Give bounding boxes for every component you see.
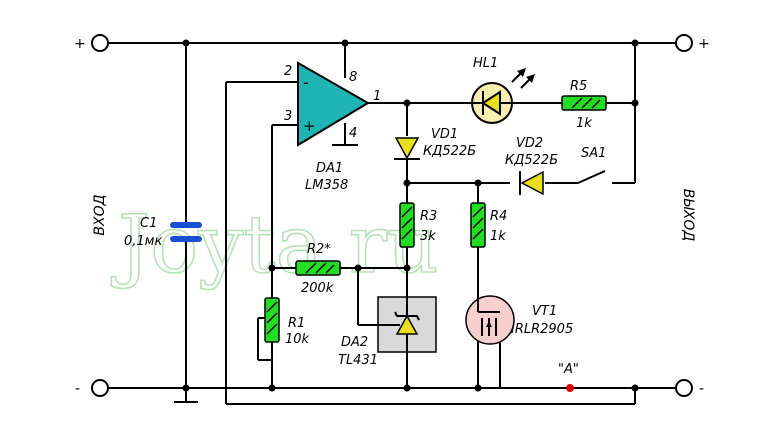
r4-ref: R4 — [490, 209, 507, 224]
led-hl1: HL1 — [471, 56, 535, 124]
capacitor-c1: C1 0,1мк — [124, 216, 202, 249]
vd2-ref: VD2 — [516, 136, 543, 151]
svg-text:3: 3 — [284, 109, 292, 124]
junction-dots — [182, 39, 639, 392]
point-a-label: "A" — [558, 362, 579, 377]
c1-ref: C1 — [140, 216, 157, 231]
r2-value: 200k — [301, 281, 334, 296]
svg-text:-: - — [75, 381, 80, 397]
test-point-a: "A" — [558, 362, 579, 392]
sa1-ref: SA1 — [581, 146, 606, 161]
svg-text:+: + — [698, 36, 710, 52]
vd1-ref: VD1 — [431, 127, 458, 142]
resistor-r4: R4 1k — [470, 202, 507, 248]
diode-vd1: VD1 КД522Б — [394, 127, 476, 160]
r4-value: 1k — [490, 229, 506, 244]
watermark: Joyta.ru — [111, 198, 438, 291]
resistor-r3: R3 3k — [399, 202, 437, 248]
wiring — [108, 42, 676, 405]
terminal-plus-right: + — [675, 34, 710, 52]
terminal-plus-left: + — [74, 34, 109, 52]
r1-ref: R1 — [288, 316, 305, 331]
svg-text:+: + — [303, 117, 316, 135]
r3-value: 3k — [420, 229, 436, 244]
svg-text:-: - — [699, 381, 704, 397]
r5-value: 1k — [576, 116, 592, 131]
input-label: ВХОД — [92, 194, 108, 235]
da1-ref: DA1 — [316, 161, 343, 176]
da2-part: TL431 — [338, 353, 378, 368]
svg-text:+: + — [74, 36, 86, 52]
r1-value: 10k — [285, 332, 310, 347]
vd1-part: КД522Б — [423, 144, 476, 159]
vt1-ref: VT1 — [532, 304, 557, 319]
r5-ref: R5 — [570, 79, 587, 94]
r3-ref: R3 — [420, 209, 437, 224]
vt1-part: IRLR2905 — [511, 322, 573, 337]
mosfet-vt1: VT1 IRLR2905 — [465, 295, 573, 345]
resistor-r5: R5 1k — [561, 79, 607, 131]
r2-ref: R2* — [307, 242, 331, 257]
terminal-minus-right: - — [675, 379, 704, 397]
c1-value: 0,1мк — [124, 234, 162, 249]
svg-text:2: 2 — [284, 64, 292, 79]
resistor-r2: R2* 200k — [295, 242, 341, 296]
svg-text:1: 1 — [373, 89, 381, 104]
diode-vd2: VD2 КД522Б — [505, 136, 558, 196]
resistor-r1: R1 10k — [258, 297, 310, 347]
svg-text:8: 8 — [349, 70, 357, 85]
switch-sa1: SA1 — [581, 146, 606, 161]
regulator-da2: DA2 TL431 — [338, 296, 437, 368]
terminal-minus-left: - — [75, 379, 109, 397]
vd2-part: КД522Б — [505, 153, 558, 168]
opamp-da1: - + 2 3 8 4 1 DA1 LM358 — [284, 61, 381, 193]
da1-part: LM358 — [305, 178, 348, 193]
output-label: ВЫХОД — [680, 189, 696, 242]
da2-ref: DA2 — [341, 335, 368, 350]
svg-text:4: 4 — [349, 126, 357, 141]
svg-text:-: - — [303, 73, 309, 92]
hl1-ref: HL1 — [473, 56, 498, 71]
